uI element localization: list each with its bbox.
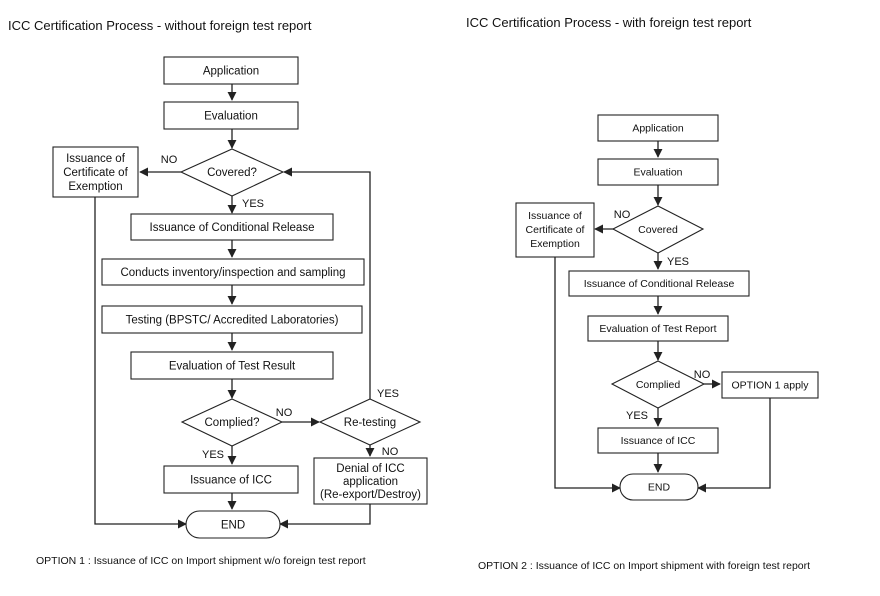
right-edges [554, 141, 771, 493]
r-node-exemption-label-3: Exemption [530, 238, 580, 250]
right-flowchart-title: ICC Certification Process - with foreign… [466, 15, 752, 30]
label-complied-no: NO [276, 407, 293, 419]
node-denial [313, 457, 428, 505]
left-flowchart-caption: OPTION 1 : Issuance of ICC on Import shi… [36, 555, 366, 567]
r-node-exemption-label-1: Issuance of [528, 210, 582, 222]
node-end-label: END [221, 520, 245, 532]
label-retesting-no: NO [382, 446, 399, 458]
label-complied-yes: YES [202, 449, 224, 461]
r-node-complied-decision [610, 360, 706, 409]
r-node-option1-label: OPTION 1 apply [731, 380, 809, 392]
node-conditional-release-label: Issuance of Conditional Release [150, 222, 315, 234]
node-covered-decision [179, 148, 285, 197]
label-covered-no: NO [161, 154, 178, 166]
r-node-evaluation-test-report [587, 315, 729, 342]
r-node-issuance-icc [597, 427, 719, 454]
left-flowchart: Application Evaluation Covered? Issuance… [52, 56, 428, 539]
node-application-label: Application [203, 66, 259, 78]
r-label-complied-yes: YES [626, 410, 648, 422]
node-exemption-label-1: Issuance of [66, 153, 126, 165]
node-complied-label: Complied? [205, 417, 260, 429]
node-end [185, 510, 281, 539]
node-retesting-label: Re-testing [344, 417, 396, 429]
node-denial-label-2: application [343, 476, 398, 488]
r-node-exemption [515, 202, 595, 258]
node-evaluation-label: Evaluation [204, 111, 258, 123]
r-node-covered-label: Covered [638, 224, 678, 236]
r-node-application [597, 114, 719, 142]
r-node-end [619, 473, 699, 501]
node-evaluation-test-result-label: Evaluation of Test Result [169, 361, 296, 373]
node-exemption [52, 146, 139, 198]
r-label-covered-yes: YES [667, 256, 689, 268]
node-complied-decision [180, 398, 284, 447]
label-retesting-yes: YES [377, 388, 399, 400]
r-node-complied-label: Complied [636, 379, 681, 391]
label-covered-yes: YES [242, 198, 264, 210]
r-node-conditional-release [568, 270, 750, 297]
node-denial-label-1: Denial of ICC [336, 463, 404, 475]
r-node-issuance-icc-label: Issuance of ICC [621, 435, 696, 447]
r-node-exemption-label-2: Certificate of [526, 224, 585, 236]
edge-denial-end [279, 504, 371, 529]
node-covered-label: Covered? [207, 167, 257, 179]
node-issuance-icc-label: Issuance of ICC [190, 475, 272, 487]
node-evaluation-test-result [130, 351, 334, 380]
node-exemption-label-3: Exemption [68, 181, 122, 193]
node-inventory [101, 258, 365, 286]
edge-retesting-covered [283, 167, 371, 399]
right-flowchart-caption: OPTION 2 : Issuance of ICC on Import shi… [478, 560, 811, 572]
node-testing [101, 305, 363, 334]
node-testing-label: Testing (BPSTC/ Accredited Laboratories) [126, 315, 339, 327]
right-flowchart: Application Evaluation Covered Issuance … [515, 114, 819, 501]
r-node-covered-decision [611, 205, 705, 254]
edge-exemption-end [94, 197, 187, 529]
r-node-evaluation [597, 158, 719, 186]
r-edge-exemption-end [554, 256, 621, 493]
r-node-option1 [721, 371, 819, 399]
left-flowchart-title: ICC Certification Process - without fore… [8, 18, 312, 33]
r-edge-option1-end [697, 398, 771, 493]
r-node-application-label: Application [632, 123, 684, 135]
node-inventory-label: Conducts inventory/inspection and sampli… [120, 267, 345, 279]
r-label-covered-no: NO [614, 209, 631, 221]
r-node-conditional-release-label: Issuance of Conditional Release [584, 278, 735, 290]
node-exemption-label-2: Certificate of [63, 167, 128, 179]
node-application [163, 56, 299, 85]
node-denial-label-3: (Re-export/Destroy) [320, 489, 421, 501]
r-label-complied-no: NO [694, 369, 711, 381]
node-evaluation [163, 101, 299, 130]
left-edges [94, 84, 375, 529]
node-conditional-release [130, 213, 334, 241]
r-node-evaluation-test-report-label: Evaluation of Test Report [599, 323, 716, 335]
node-issuance-icc [163, 465, 299, 494]
r-node-evaluation-label: Evaluation [633, 167, 682, 179]
r-node-end-label: END [648, 482, 671, 494]
node-retesting-decision [318, 398, 422, 446]
